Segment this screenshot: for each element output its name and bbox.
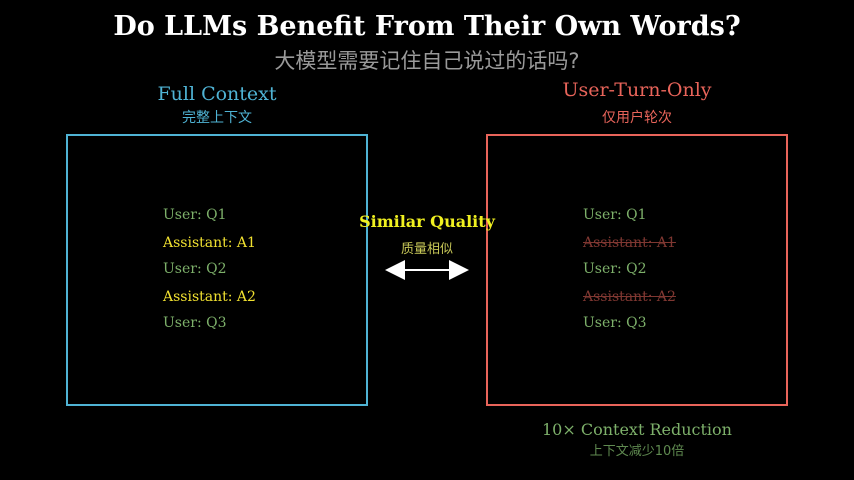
left-line-user-q3: User: Q3 bbox=[163, 315, 227, 331]
right-line-user-q1: User: Q1 bbox=[583, 207, 647, 223]
context-reduction-sublabel: 上下文减少10倍 bbox=[589, 444, 685, 459]
right-line-assistant-a1-removed: Assistant: A1 bbox=[583, 235, 676, 251]
right-line-user-q2: User: Q2 bbox=[583, 261, 647, 277]
left-line-user-q1: User: Q1 bbox=[163, 207, 227, 223]
similar-quality-sublabel: 质量相似 bbox=[400, 242, 453, 257]
right-line-user-q3: User: Q3 bbox=[583, 315, 647, 331]
left-panel-subtitle: 完整上下文 bbox=[182, 110, 252, 126]
right-conversation: User: Q1 Assistant: A1 User: Q2 Assistan… bbox=[583, 205, 676, 333]
right-panel-subtitle: 仅用户轮次 bbox=[602, 110, 672, 126]
left-line-assistant-a1: Assistant: A1 bbox=[163, 235, 256, 251]
double-arrow-icon bbox=[383, 258, 471, 286]
user-turn-only-box: User: Q1 Assistant: A1 User: Q2 Assistan… bbox=[486, 134, 788, 406]
right-panel-title: User-Turn-Only bbox=[562, 79, 712, 101]
page-subtitle: 大模型需要记住自己说过的话吗? bbox=[274, 49, 580, 73]
left-panel-title: Full Context bbox=[157, 83, 277, 105]
left-line-user-q2: User: Q2 bbox=[163, 261, 227, 277]
full-context-box: User: Q1 Assistant: A1 User: Q2 Assistan… bbox=[66, 134, 368, 406]
context-reduction-label: 10× Context Reduction bbox=[542, 420, 732, 439]
similar-quality-label: Similar Quality bbox=[359, 212, 495, 231]
left-line-assistant-a2: Assistant: A2 bbox=[163, 289, 256, 305]
left-conversation: User: Q1 Assistant: A1 User: Q2 Assistan… bbox=[163, 205, 256, 333]
right-line-assistant-a2-removed: Assistant: A2 bbox=[583, 289, 676, 305]
page-title: Do LLMs Benefit From Their Own Words? bbox=[113, 11, 741, 42]
